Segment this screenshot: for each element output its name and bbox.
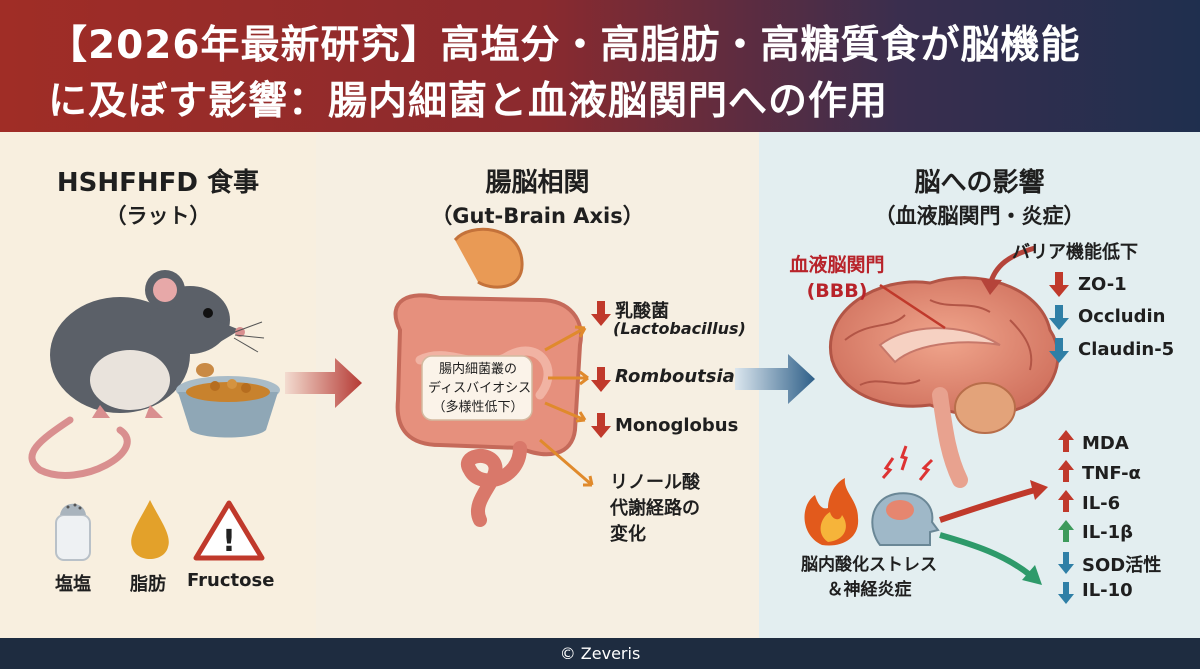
arrow-to-inflammation-down (939, 532, 1032, 578)
salt-label: 塩塩 (55, 574, 91, 595)
inflammation-trend-arrows (1058, 430, 1074, 604)
gut-outflow-arrows (539, 325, 594, 487)
warning-icon: ! (193, 500, 265, 561)
marker-il6: IL-6 (1082, 493, 1121, 514)
bacteria-romboutsia: Romboutsia (615, 366, 735, 387)
brain-subtitle: （血液脳関門・炎症） (874, 204, 1085, 228)
footer-copyright: © Zeveris (0, 638, 1200, 669)
arrow-gut-to-brain (735, 354, 815, 404)
fire-icon (804, 478, 859, 546)
bacteria-lactobacillus: 乳酸菌 (615, 301, 669, 322)
title-line-2: に及ぼす影響：腸内細菌と血液脳関門への作用 (48, 79, 889, 124)
arrow-to-inflammation-up (939, 487, 1036, 523)
marker-il10: IL-10 (1082, 580, 1133, 601)
diet-subtitle: （ラット） (105, 204, 211, 228)
barrier-trend-arrows (1049, 272, 1069, 363)
bacteria-trend-arrows (591, 301, 611, 438)
bacteria-lactobacillus-sub: (Lactobacillus) (613, 319, 746, 338)
arrow-head-down (1022, 565, 1042, 585)
fructose-label: Fructose (187, 570, 275, 591)
arrow-head-up (1030, 480, 1048, 500)
salt-shaker-icon (55, 503, 91, 561)
bacteria-monoglobus: Monoglobus (615, 415, 739, 436)
dysbiosis-label: 腸内細菌叢の ディスバイオシス （多様性低下） (428, 362, 532, 415)
rat-illustration (28, 270, 265, 479)
oxidative-stress-label: 脳内酸化ストレス ＆神経炎症 (801, 555, 937, 600)
marker-tnf: TNF-α (1082, 463, 1141, 484)
food-bowl-icon (176, 376, 280, 438)
marker-il1b: IL-1β (1082, 522, 1134, 543)
arrow-diet-to-gut (285, 358, 362, 408)
marker-claudin5: Claudin-5 (1078, 339, 1175, 360)
svg-text:!: ! (222, 524, 236, 559)
title-banner: 【2026年最新研究】高塩分・高脂肪・高糖質食が脳機能 に及ぼす影響：腸内細菌と… (0, 0, 1200, 132)
linoleic-pathway-label: リノール酸 代謝経路の 変化 (610, 472, 700, 545)
marker-zo1: ZO-1 (1078, 274, 1127, 295)
marker-sod: SOD活性 (1082, 555, 1162, 576)
brain-title: 脳への影響 (914, 168, 1045, 198)
fat-label: 脂肪 (130, 574, 166, 595)
barrier-arrow-head (980, 278, 1002, 295)
marker-mda: MDA (1082, 433, 1129, 454)
fat-drop-icon (131, 500, 169, 559)
bbb-label: 血液脳関門 (BBB) (789, 254, 885, 302)
diet-title: HSHFHFD 食事 (56, 168, 260, 198)
gut-subtitle: （Gut-Brain Axis） (431, 204, 644, 228)
barrier-title: バリア機能低下 (1012, 242, 1138, 263)
gut-title: 腸脳相関 (485, 168, 590, 198)
title-line-1: 【2026年最新研究】高塩分・高脂肪・高糖質食が脳機能 (48, 23, 1081, 68)
head-brain-icon (871, 445, 940, 546)
intestine-illustration (393, 227, 583, 527)
brain-illustration (829, 276, 1060, 488)
bbb-pointer-line (879, 283, 946, 330)
marker-occludin: Occludin (1078, 306, 1166, 327)
